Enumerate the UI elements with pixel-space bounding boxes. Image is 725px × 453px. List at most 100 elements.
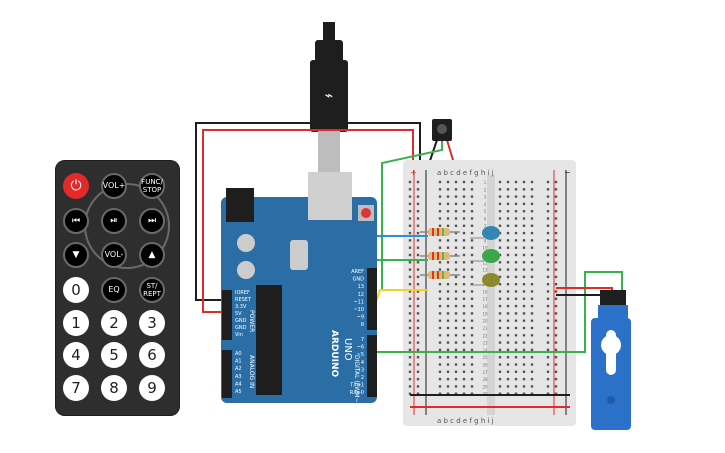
vol-minus-button[interactable]: VOL- — [101, 242, 127, 268]
analog-header — [222, 350, 232, 398]
breadboard-hole — [438, 283, 442, 286]
button-1[interactable]: 1 — [63, 310, 89, 336]
breadboard-hole — [408, 239, 412, 242]
breadboard-row-number: 13 — [482, 268, 488, 273]
power-button[interactable]: ⏻ — [63, 173, 89, 199]
breadboard-hole — [470, 253, 474, 257]
breadboard-hole — [416, 261, 420, 264]
st-rept-button[interactable]: ST/ REPT — [139, 277, 165, 303]
breadboard-hole — [522, 239, 526, 242]
up-button[interactable]: ▲ — [139, 242, 165, 268]
button-2[interactable]: 2 — [101, 310, 127, 336]
breadboard-row-number: 26 — [482, 363, 488, 368]
button-5[interactable]: 5 — [101, 342, 127, 368]
button-4[interactable]: 4 — [63, 342, 89, 368]
breadboard-row-number: 6 — [484, 217, 487, 222]
breadboard-hole — [462, 231, 466, 235]
breadboard-hole — [454, 224, 458, 227]
breadboard-hole — [506, 341, 510, 344]
breadboard-hole — [438, 224, 442, 227]
digital-header-top — [367, 268, 377, 330]
breadboard-hole — [462, 348, 466, 352]
prev-button[interactable]: ⏮ — [63, 208, 89, 234]
resistor-2[interactable] — [420, 252, 460, 260]
breadboard-hole — [438, 239, 442, 242]
breadboard-hole — [498, 326, 502, 330]
button-8[interactable]: 8 — [101, 375, 127, 401]
vol-plus-button[interactable]: VOL+ — [101, 173, 127, 199]
breadboard-hole — [446, 246, 450, 249]
next-button[interactable]: ⏭ — [139, 208, 165, 234]
breadboard-hole — [454, 202, 458, 206]
resistor-1[interactable] — [420, 228, 460, 236]
breadboard-hole — [522, 319, 526, 322]
breadboard-hole — [462, 224, 466, 227]
breadboard-hole — [462, 188, 466, 191]
wire-green-servo-signal — [372, 271, 623, 353]
breadboard-hole — [416, 180, 420, 184]
play-pause-button[interactable]: ⏯ — [101, 208, 127, 234]
breadboard-hole — [522, 261, 526, 264]
breadboard-hole — [446, 377, 450, 381]
button-0[interactable]: 0 — [63, 277, 89, 303]
breadboard-hole — [530, 268, 534, 271]
down-button[interactable]: ▼ — [63, 242, 89, 268]
breadboard-hole — [514, 363, 518, 366]
breadboard-hole — [506, 231, 510, 235]
led-yellow[interactable] — [470, 273, 500, 287]
breadboard-hole — [470, 334, 474, 337]
breadboard-hole — [416, 268, 420, 271]
breadboard-hole — [530, 180, 534, 184]
func-stop-button[interactable]: FUNC/ STOP — [139, 173, 165, 199]
breadboard-hole — [498, 239, 502, 242]
breadboard-hole — [546, 195, 550, 198]
breadboard-hole — [408, 210, 412, 213]
bb-letters-top: a b c d e f g h i j — [437, 169, 494, 177]
breadboard-hole — [554, 202, 558, 206]
breadboard-hole — [506, 363, 510, 366]
breadboard-hole — [498, 297, 502, 300]
button-7[interactable]: 7 — [63, 375, 89, 401]
breadboard-hole — [438, 195, 442, 198]
breadboard-hole — [446, 268, 450, 271]
breadboard-hole — [416, 341, 420, 344]
breadboard-hole — [470, 341, 474, 344]
breadboard-hole — [514, 304, 518, 308]
breadboard-hole — [416, 348, 420, 352]
breadboard-hole — [438, 326, 442, 330]
button-6[interactable]: 6 — [139, 342, 165, 368]
breadboard-hole — [438, 385, 442, 388]
button-3[interactable]: 3 — [139, 310, 165, 336]
resistor-3[interactable] — [420, 271, 460, 279]
breadboard-hole — [462, 246, 466, 249]
power-pin-label: GND — [235, 325, 247, 331]
breadboard-hole — [470, 319, 474, 322]
digital-pin-label: 2 — [361, 375, 364, 381]
breadboard-hole — [530, 217, 534, 220]
breadboard-hole — [416, 356, 420, 359]
led-green[interactable] — [470, 249, 500, 263]
breadboard-hole — [438, 246, 442, 249]
breadboard-hole — [446, 304, 450, 308]
breadboard-hole — [462, 312, 466, 315]
breadboard-hole — [408, 268, 412, 271]
breadboard-hole — [408, 348, 412, 352]
breadboard-hole — [514, 202, 518, 206]
breadboard-hole — [462, 253, 466, 257]
wire-black-top — [195, 122, 421, 301]
led-blue[interactable] — [470, 226, 500, 240]
breadboard-hole — [470, 392, 474, 395]
digital-pin-label: TX→1 — [349, 383, 364, 389]
breadboard-hole — [454, 385, 458, 388]
breadboard-hole — [462, 180, 466, 184]
eq-button[interactable]: EQ — [101, 277, 127, 303]
button-9[interactable]: 9 — [139, 375, 165, 401]
breadboard-row-number: 25 — [482, 355, 488, 360]
breadboard-hole — [446, 188, 450, 191]
breadboard-hole — [454, 231, 458, 235]
breadboard-hole — [530, 253, 534, 257]
breadboard-hole — [416, 246, 420, 249]
breadboard-hole — [446, 290, 450, 293]
digital-pin-label: ~3 — [357, 367, 364, 373]
breadboard-hole — [554, 268, 558, 271]
